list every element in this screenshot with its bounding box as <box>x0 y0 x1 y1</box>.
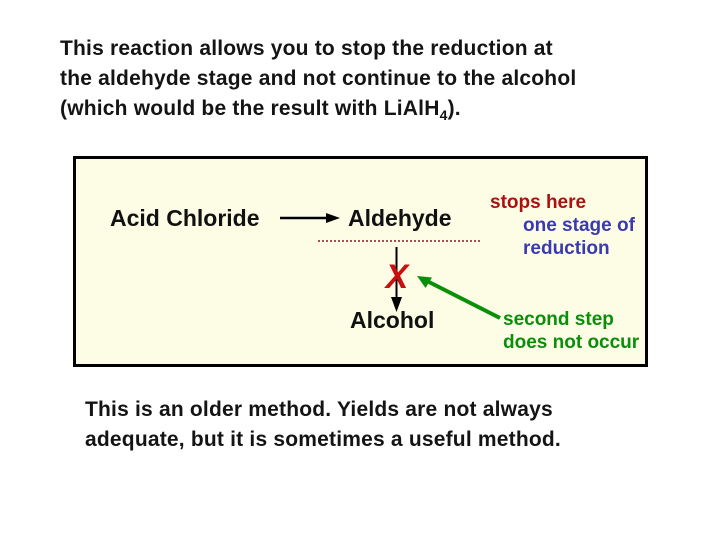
does-not-occur-note: does not occur <box>503 332 640 353</box>
intro-line-1: This reaction allows you to stop the red… <box>60 37 553 60</box>
reaction-diagram-box: Acid Chloride Aldehyde X Alcohol stops h… <box>73 156 648 367</box>
closing-line-2: adequate, but it is sometimes a useful m… <box>85 428 561 451</box>
intro-line-3: (which would be the result with LiAlH4). <box>60 94 576 130</box>
intro-line-2: the aldehyde stage and not continue to t… <box>60 67 577 90</box>
closing-paragraph: This is an older method. Yields are not … <box>85 395 561 455</box>
acid-chloride-label: Acid Chloride <box>110 205 260 231</box>
alcohol-label: Alcohol <box>350 307 435 333</box>
dotted-underline <box>318 240 480 242</box>
intro-line-3-text: (which would be the result with LiAlH <box>60 97 440 120</box>
closing-line-1: This is an older method. Yields are not … <box>85 398 553 421</box>
green-pointer-arrow-icon <box>417 276 501 320</box>
second-step-note: second step <box>503 309 614 330</box>
intro-line-3-close: ). <box>447 97 461 120</box>
stops-here-note: stops here <box>490 192 587 213</box>
aldehyde-label: Aldehyde <box>348 205 452 231</box>
lialh4-subscript: 4 <box>439 107 448 123</box>
one-stage-note: one stage of <box>523 215 635 236</box>
reduction-note: reduction <box>523 238 610 259</box>
intro-paragraph: This reaction allows you to stop the red… <box>60 34 576 130</box>
blocked-x-icon: X <box>385 258 409 296</box>
right-arrow-icon <box>280 213 340 223</box>
down-arrow-icon <box>391 247 402 312</box>
